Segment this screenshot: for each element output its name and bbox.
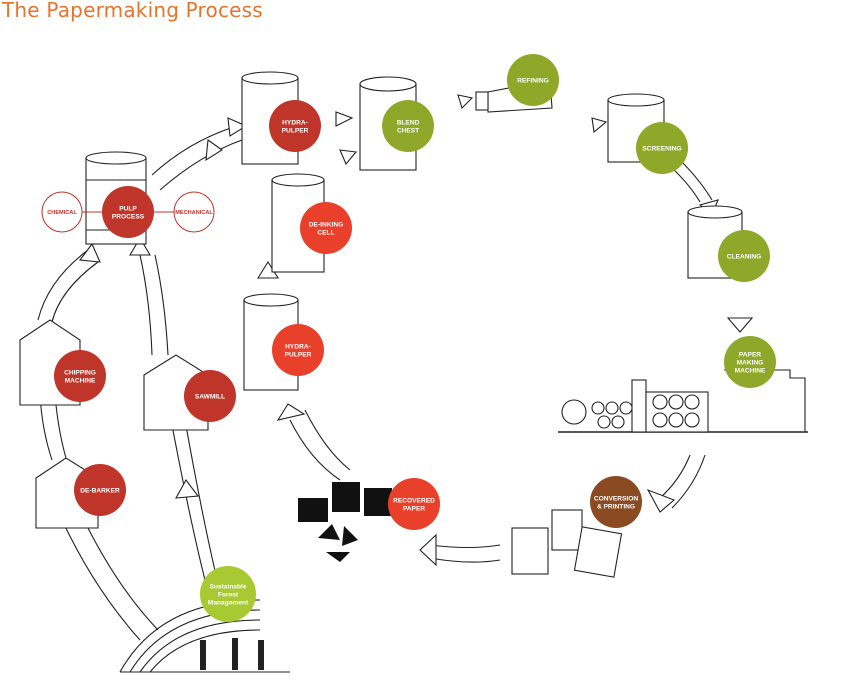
stage-screening: SCREENING [636, 122, 688, 174]
stage-circle [272, 324, 324, 376]
page-title: The Papermaking Process [2, 0, 263, 22]
stage-hydrapulper2: HYDRA-PULPER [272, 324, 324, 376]
stage-circle [590, 476, 642, 528]
stage-sawmill: SAWMILL [184, 370, 236, 422]
stage-circle [636, 122, 688, 174]
pulp-side-labels: CHEMICAL MECHANICAL [41, 191, 215, 233]
stage-label: HYDRA-PULPER [282, 119, 309, 134]
stage-circle [382, 100, 434, 152]
side-chemical: CHEMICAL [41, 191, 102, 233]
stage-label: REFINING [517, 77, 549, 84]
stage-label: CONVERSION& PRINTING [594, 495, 639, 510]
stage-hydrapulper1: HYDRA-PULPER [269, 100, 321, 152]
stage-circle [507, 54, 559, 106]
side-label: CHEMICAL [47, 210, 77, 216]
stage-label: DE-BARKER [80, 487, 120, 494]
stage-label: SCREENING [642, 145, 681, 152]
stage-label: HYDRA-PULPER [285, 343, 312, 358]
stage-circle [200, 566, 256, 622]
stage-circle [54, 350, 106, 402]
stage-circle [184, 370, 236, 422]
hydrapulper-tank-bottom [243, 293, 299, 391]
side-label: MECHANICAL [175, 210, 213, 216]
printed-documents [511, 509, 623, 578]
stage-conversion: CONVERSION& PRINTING [590, 476, 642, 528]
forest-scene [119, 599, 290, 673]
stage-debarker: DE-BARKER [74, 464, 126, 516]
stage-cleaning: CLEANING [718, 230, 770, 282]
recovered-paper-stacks [298, 482, 392, 522]
stage-circle [102, 186, 154, 238]
stage-circle [388, 478, 440, 530]
paper-machine [558, 369, 808, 433]
stage-circle [724, 336, 776, 388]
stage-circle [74, 464, 126, 516]
stage-label: CLEANING [727, 253, 761, 260]
stage-circle [269, 100, 321, 152]
stage-circle [300, 202, 352, 254]
stage-refining: REFINING [507, 54, 559, 106]
side-mechanical: MECHANICAL [154, 191, 215, 233]
recycle-icon [318, 524, 358, 562]
stage-label: SAWMILL [195, 393, 225, 400]
stage-circle [718, 230, 770, 282]
